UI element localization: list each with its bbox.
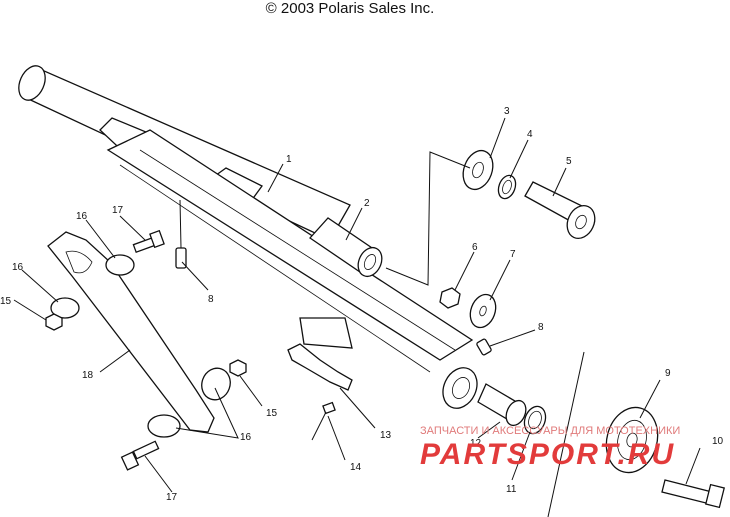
callout-15-right: 15: [266, 408, 278, 419]
callout-14: 14: [350, 462, 362, 473]
bolt-10: [661, 479, 725, 509]
callout-16-lower: 16: [240, 432, 252, 443]
callout-4: 4: [527, 129, 533, 140]
callout-6: 6: [472, 242, 478, 253]
pivot-bolt-5: [524, 181, 596, 240]
callout-15-left: 15: [0, 296, 12, 307]
watermark: ЗАПЧАСТИ И АКСЕССУАРЫ ДЛЯ МОТОТЕХНИКИ PA…: [420, 425, 680, 471]
callout-10: 10: [712, 436, 724, 447]
leader-lines: [13, 117, 701, 517]
rivet-14: [311, 401, 336, 441]
watermark-logo: PARTSPORT.RU: [420, 438, 675, 471]
callout-9: 9: [665, 368, 671, 379]
swing-arm-tube: [18, 65, 478, 409]
callout-8-left: 8: [208, 294, 214, 305]
callout-3: 3: [504, 106, 510, 117]
callout-17-lower: 17: [166, 492, 178, 503]
nut-6: [439, 287, 461, 309]
watermark-caption: ЗАПЧАСТИ И АКСЕССУАРЫ ДЛЯ МОТОТЕХНИКИ: [420, 425, 680, 437]
grease-fitting-8-right: [476, 338, 492, 356]
callout-5: 5: [566, 156, 572, 167]
bushing-12: [477, 383, 527, 427]
washer-16-upper: [105, 254, 135, 276]
bolt-17-lower: [120, 440, 160, 471]
callout-11: 11: [506, 484, 517, 495]
washer-3: [462, 149, 494, 191]
bolt-17-upper: [132, 229, 165, 254]
callout-18: 18: [82, 370, 94, 381]
callout-16-left: 16: [12, 262, 24, 273]
callout-1: 1: [286, 154, 292, 165]
callout-17-upper: 17: [112, 205, 124, 216]
washer-16-right: [201, 367, 231, 401]
callout-13: 13: [380, 430, 392, 441]
callout-2: 2: [364, 198, 370, 209]
bushing-2: [309, 217, 383, 278]
torque-arm-18: [47, 231, 215, 433]
washer-16-left: [50, 297, 80, 319]
callout-16-upper: 16: [76, 211, 88, 222]
washer-7: [469, 293, 497, 329]
callout-7: 7: [510, 249, 516, 260]
bracket-13: [287, 343, 353, 391]
o-ring-4: [497, 174, 517, 200]
hub-9: [605, 406, 659, 474]
callout-8-right: 8: [538, 322, 544, 333]
o-ring-11: [523, 405, 547, 435]
copyright-text: © 2003 Polaris Sales Inc.: [265, 0, 435, 17]
nut-15-right: [229, 359, 247, 377]
nut-15-left: [45, 313, 63, 331]
washer-16-lower: [147, 414, 181, 438]
callout-12: 12: [470, 438, 482, 449]
callout-labels: 1 2 3 4 5 6 7 8 8 9 10 11 12 13 14 15 15…: [0, 106, 724, 503]
